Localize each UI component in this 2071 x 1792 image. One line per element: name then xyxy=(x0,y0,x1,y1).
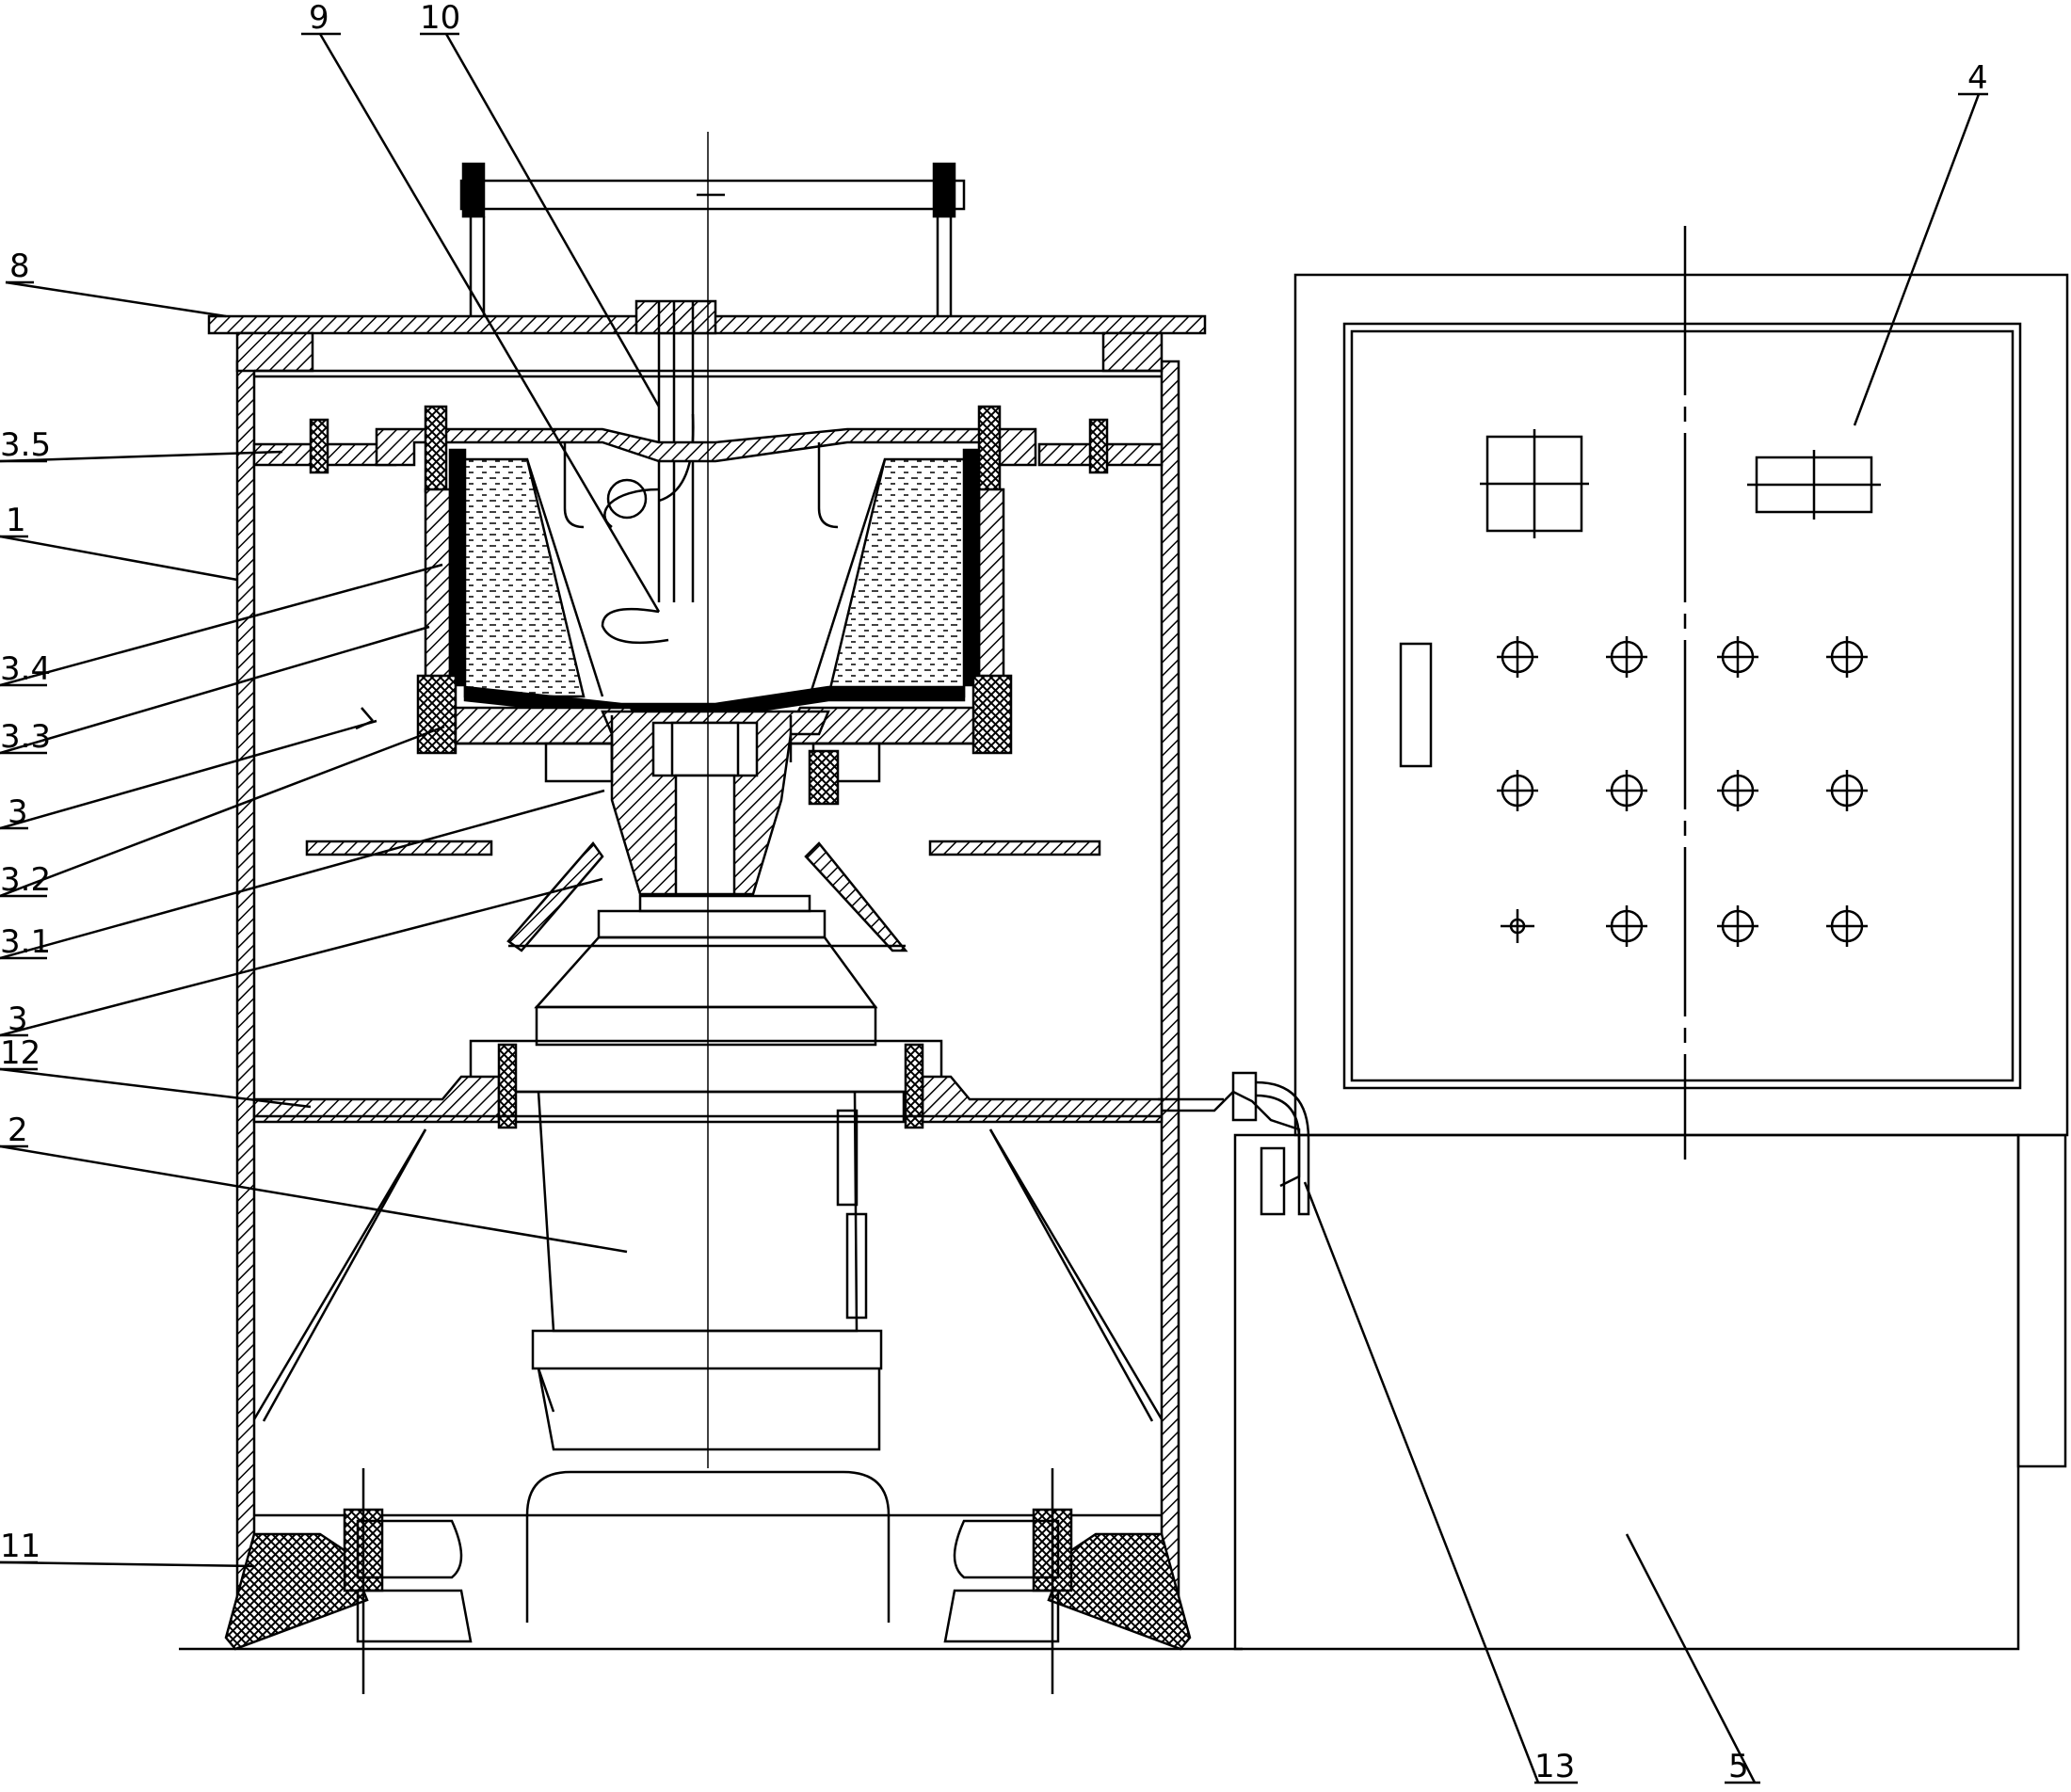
callout-2: 2 xyxy=(8,1112,28,1149)
callout-11: 11 xyxy=(0,1528,40,1565)
callout-3-5: 3.5 xyxy=(0,426,51,464)
callout-9: 9 xyxy=(309,0,329,37)
callout-5: 5 xyxy=(1728,1748,1749,1785)
callout-3-2: 3.2 xyxy=(0,861,51,899)
callout-3-top: 3 xyxy=(8,793,28,831)
callout-12: 12 xyxy=(0,1034,40,1072)
callout-4: 4 xyxy=(1967,59,1988,97)
callout-3-4: 3.4 xyxy=(0,650,51,688)
callout-3-1: 3.1 xyxy=(0,923,51,961)
indicator-grid xyxy=(1497,636,1868,947)
callout-1: 1 xyxy=(6,502,26,539)
callout-8: 8 xyxy=(9,248,30,285)
drawing-lines xyxy=(0,32,2069,1784)
callout-labels: 9 10 8 4 3.5 1 3.4 3.3 3 3.2 3.1 3 12 2 … xyxy=(0,0,1988,1785)
callout-3-3: 3.3 xyxy=(0,718,51,756)
callout-10: 10 xyxy=(420,0,460,37)
callout-13: 13 xyxy=(1534,1748,1575,1785)
callout-3-bottom: 3 xyxy=(8,1000,28,1038)
